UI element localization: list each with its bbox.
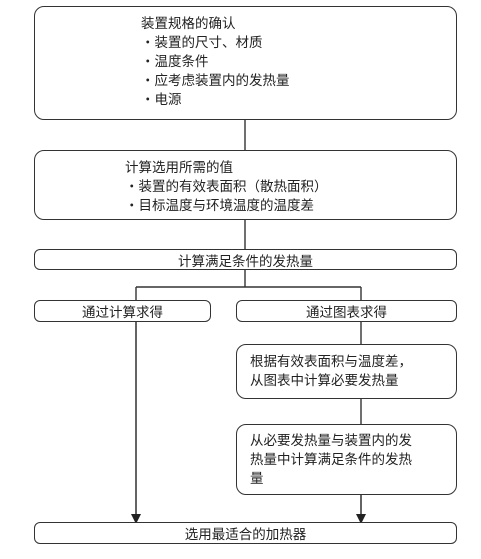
spec-check-item: ・应考虑装置内的发热量 (141, 73, 290, 89)
select-heater-label: 选用最适合的加热器 (184, 527, 307, 543)
spec-check-box: 装置规格的确认 ・装置的尺寸、材质 ・温度条件 ・应考虑装置内的发热量 ・电源 (34, 6, 457, 120)
spec-check-item: ・温度条件 (141, 54, 209, 70)
calc-heat-box: 计算满足条件的发热量 (34, 249, 457, 270)
chart-step2-line: 从必要发热量与装置内的发 (250, 433, 412, 449)
by-chart-box: 通过图表求得 (236, 300, 457, 322)
by-calculation-label: 通过计算求得 (82, 305, 163, 321)
chart-step2-line: 量 (250, 471, 264, 487)
by-chart-label: 通过图表求得 (306, 305, 387, 321)
required-values-title: 计算选用所需的值 (125, 160, 233, 176)
required-values-box: 计算选用所需的值 ・装置的有效表面积（散热面积） ・目标温度与环境温度的温度差 (34, 150, 457, 220)
chart-step2-line: 热量中计算满足条件的发热 (250, 452, 412, 468)
required-values-item: ・装置的有效表面积（散热面积） (125, 179, 328, 195)
select-heater-box: 选用最适合的加热器 (34, 522, 457, 544)
chart-step1-line: 根据有效表面积与温度差， (250, 354, 412, 370)
calc-heat-label: 计算满足条件的发热量 (178, 253, 313, 270)
required-values-item: ・目标温度与环境温度的温度差 (125, 198, 314, 214)
chart-step1-box: 根据有效表面积与温度差， 从图表中计算必要发热量 (236, 344, 457, 399)
by-calculation-box: 通过计算求得 (34, 300, 211, 322)
spec-check-item: ・装置的尺寸、材质 (141, 35, 263, 51)
spec-check-title: 装置规格的确认 (141, 16, 236, 32)
spec-check-item: ・电源 (141, 92, 182, 108)
chart-step1-line: 从图表中计算必要发热量 (250, 373, 399, 389)
chart-step2-box: 从必要发热量与装置内的发 热量中计算满足条件的发热 量 (236, 424, 457, 495)
